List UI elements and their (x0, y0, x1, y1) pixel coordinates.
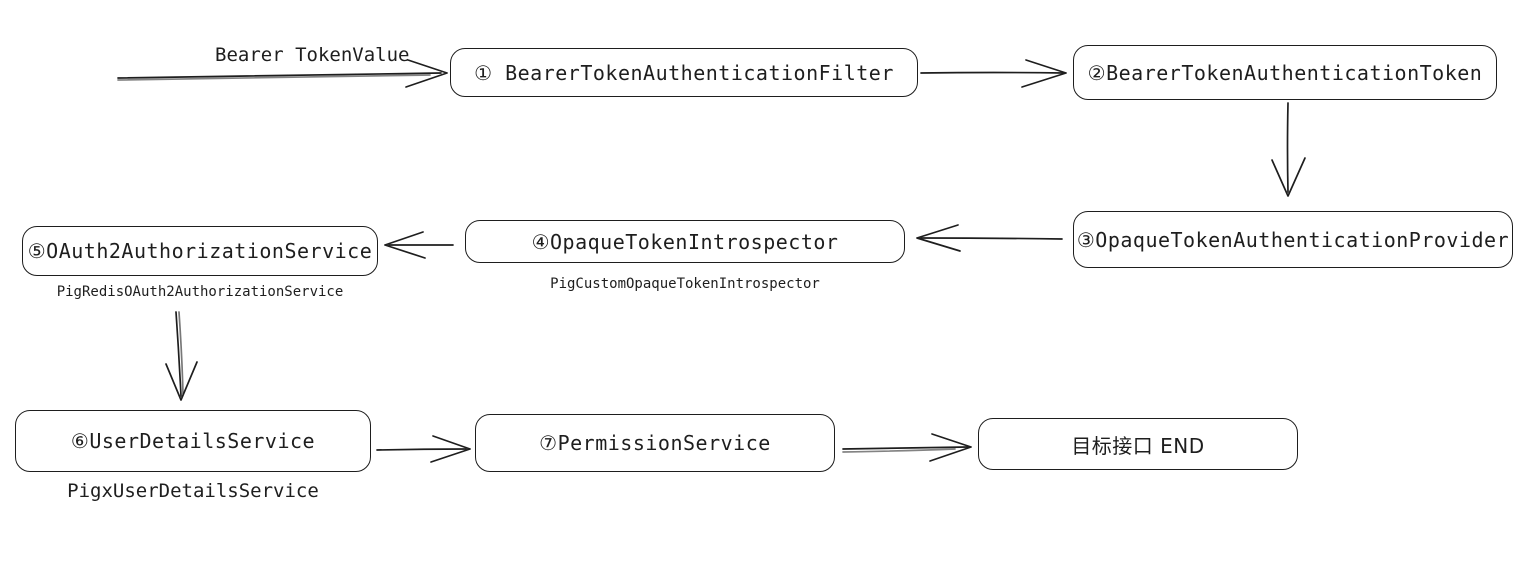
node-user-details-service: ⑥UserDetailsService (15, 410, 371, 472)
node-label: ⑤OAuth2AuthorizationService (27, 239, 373, 263)
arrow-userdetails-to-permission (376, 435, 471, 463)
node-label: ②BearerTokenAuthenticationToken (1087, 60, 1483, 85)
sublabel-pig-redis-oauth2-authorization-service: PigRedisOAuth2AuthorizationService (56, 284, 344, 300)
sublabel-pigx-user-details-service: PigxUserDetailsService (67, 480, 319, 502)
node-label: ③OpaqueTokenAuthenticationProvider (1076, 227, 1510, 252)
node-permission-service: ⑦PermissionService (475, 414, 835, 472)
node-opaque-token-introspector: ④OpaqueTokenIntrospector (465, 220, 905, 263)
arrow-token-to-provider (1271, 102, 1306, 197)
arrow-permission-to-end (842, 433, 972, 462)
node-bearer-token-authentication-token: ②BearerTokenAuthenticationToken (1073, 45, 1497, 100)
arrow-authorization-to-userdetails (165, 311, 198, 401)
node-oauth2-authorization-service: ⑤OAuth2AuthorizationService (22, 226, 378, 276)
arrow-start-to-filter (117, 59, 448, 88)
edge-label-bearer-token: Bearer TokenValue (215, 44, 410, 66)
arrow-provider-to-introspector (916, 224, 1063, 252)
node-label: ⑦PermissionService (539, 431, 771, 455)
node-bearer-token-authentication-filter: ① BearerTokenAuthenticationFilter (450, 48, 918, 97)
node-label: ⑥UserDetailsService (70, 429, 316, 453)
arrow-introspector-to-authorization (384, 231, 454, 259)
node-opaque-token-authentication-provider: ③OpaqueTokenAuthenticationProvider (1073, 211, 1513, 268)
node-target-endpoint-end: 目标接口 END (978, 418, 1298, 470)
node-label: 目标接口 END (1071, 433, 1205, 458)
sublabel-pig-custom-opaque-token-introspector: PigCustomOpaqueTokenIntrospector (550, 276, 820, 292)
node-label: ① BearerTokenAuthenticationFilter (474, 60, 894, 85)
arrow-filter-to-token (920, 59, 1067, 88)
node-label: ④OpaqueTokenIntrospector (531, 229, 839, 254)
